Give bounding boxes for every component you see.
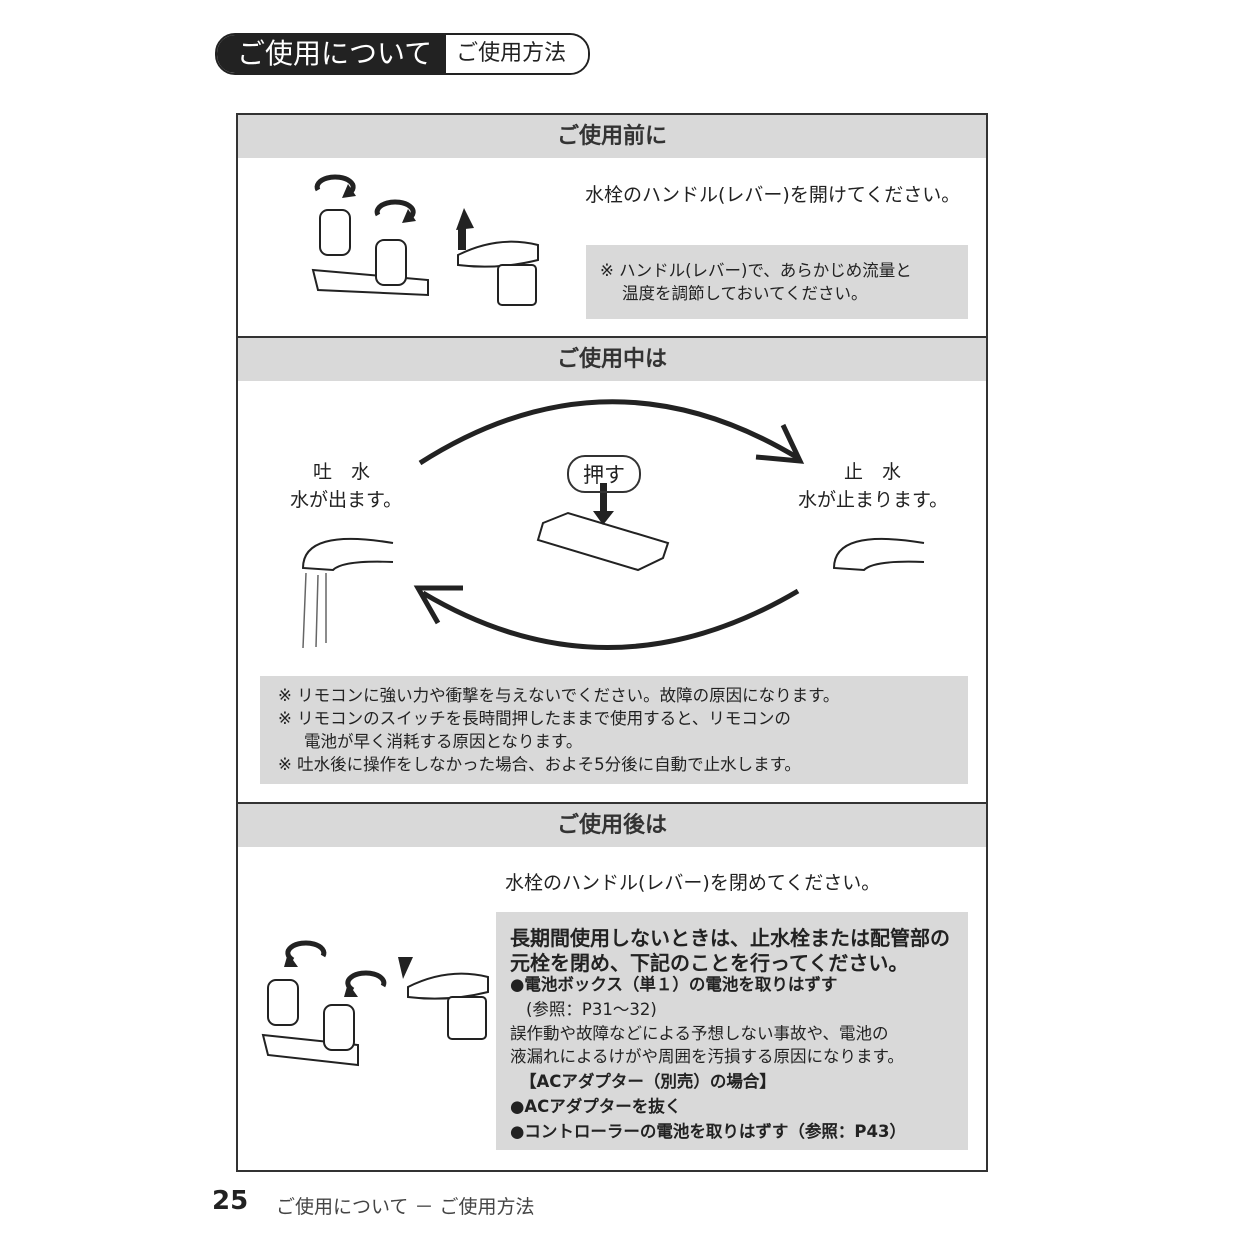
spout-title: 吐 水 xyxy=(313,461,371,483)
after-use-instruction: 水栓のハンドル(レバー)を閉めてください。 xyxy=(505,872,881,894)
faucet-flowing-icon xyxy=(301,537,394,572)
storage-heading-line: 長期間使用しないときは、止水栓または配管部の xyxy=(510,926,950,950)
during-use-note-line: 電池が早く消耗する原因となります。 xyxy=(304,732,583,751)
before-use-note-line: 温度を調節しておいてください。 xyxy=(622,284,868,303)
during-use-note-box: ※ リモコンに強い力や衝撃を与えないでください。故障の原因になります。 ※ リモ… xyxy=(260,676,968,784)
during-use-note-line: ※ リモコンのスイッチを長時間押したままで使用すると、リモコンの xyxy=(278,709,791,728)
arrow-to-stop-icon xyxy=(418,399,800,466)
during-use-heading: ご使用中は xyxy=(238,338,986,381)
during-use-note-line: ※ リモコンに強い力や衝撃を与えないでください。故障の原因になります。 xyxy=(278,686,840,705)
storage-step: ●ACアダプターを抜く xyxy=(510,1097,682,1116)
instruction-frame: ご使用前に 水栓のハンドル(レバー)を開けてください。 ※ ハンドル(レバー)で… xyxy=(236,113,988,1172)
remote-control-icon xyxy=(536,511,670,572)
footer-section-label: ご使用について － ご使用方法 xyxy=(276,1196,535,1218)
press-label: 押す xyxy=(567,455,641,493)
before-use-heading: ご使用前に xyxy=(238,115,986,158)
stop-description: 水が止まります。 xyxy=(798,489,949,511)
storage-heading-line: 元栓を閉め、下記のことを行ってください。 xyxy=(510,951,909,975)
arrow-to-spout-icon xyxy=(421,588,800,650)
storage-step: ●コントローラーの電池を取りはずす（参照：P43） xyxy=(510,1122,906,1141)
faucet-stopped-icon xyxy=(832,537,925,572)
page-number: 25 xyxy=(212,1186,249,1216)
storage-step: ●電池ボックス（単１）の電池を取りはずす xyxy=(510,975,838,994)
storage-warning-line: 誤作動や故障などによる予想しない事故や、電池の xyxy=(510,1024,889,1043)
section-subtitle: ご使用方法 xyxy=(446,35,589,73)
section-title-badge: ご使用について ご使用方法 xyxy=(215,33,591,75)
before-use-instruction: 水栓のハンドル(レバー)を開けてください。 xyxy=(585,184,961,206)
after-use-heading: ご使用後は xyxy=(238,804,986,847)
ac-adapter-heading: 【ACアダプター（別売）の場合】 xyxy=(520,1072,776,1091)
storage-warning-line: 液漏れによるけがや周囲を汚損する原因になります。 xyxy=(510,1047,904,1066)
faucet-handles-open-illustration xyxy=(311,174,539,306)
cycle-arrows-illustration xyxy=(301,399,925,650)
faucet-handles-close-illustration xyxy=(261,940,489,1067)
section-divider xyxy=(238,802,986,804)
before-use-note-box: ※ ハンドル(レバー)で、あらかじめ流量と 温度を調節しておいてください。 xyxy=(586,245,968,319)
spout-description: 水が出ます。 xyxy=(290,489,403,511)
during-use-note-line: ※ 吐水後に操作をしなかった場合、およそ5分後に自動で止水します。 xyxy=(278,755,801,774)
stop-title: 止 水 xyxy=(844,461,902,483)
long-term-storage-box: 長期間使用しないときは、止水栓または配管部の 元栓を閉め、下記のことを行ってくだ… xyxy=(496,912,968,1150)
section-divider xyxy=(238,336,986,338)
section-title: ご使用について xyxy=(217,35,447,73)
before-use-note-line: ※ ハンドル(レバー)で、あらかじめ流量と xyxy=(600,261,912,280)
storage-reference: (参照：P31～32) xyxy=(526,1000,657,1019)
